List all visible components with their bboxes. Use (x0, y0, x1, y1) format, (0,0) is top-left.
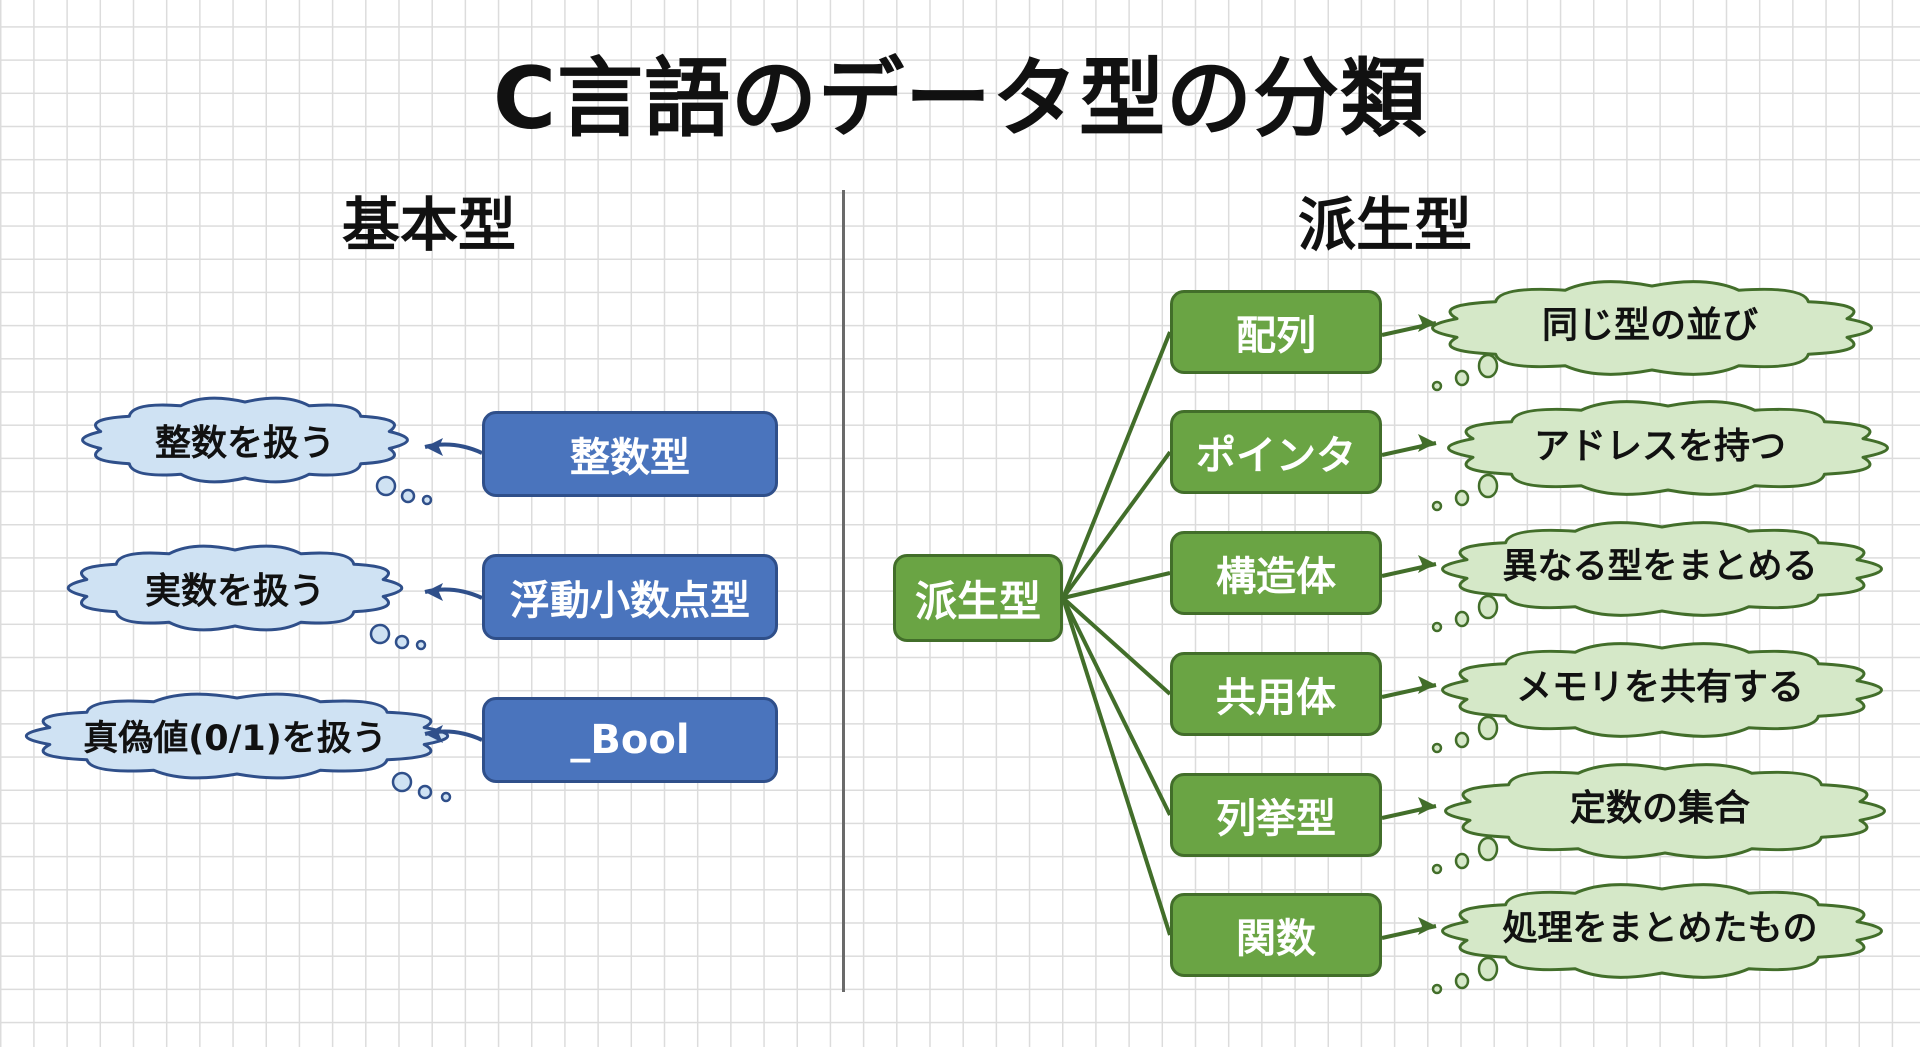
derived-cloud-0 (1431, 280, 1873, 376)
derived-cloud-2-bubble-1 (1454, 610, 1470, 628)
derived-cloud-text-enum: 定数の集合 (1569, 788, 1750, 829)
basic-types-heading: 基本型 (342, 191, 517, 259)
derived-cloud-4-bubble-1 (1454, 852, 1470, 870)
derived-arrow-4-head (1418, 797, 1436, 815)
derived-cloud-5-bubble-0 (1477, 956, 1499, 982)
derived-cloud-text-union: メモリを共有する (1515, 667, 1804, 708)
derived-root-label: 派生型 (914, 576, 1041, 626)
basic-type-box-float: 浮動小数点型 (482, 554, 778, 640)
basic-cloud-1-bubble-2 (415, 639, 427, 651)
derived-cloud-2-bubble-2 (1431, 621, 1443, 633)
basic-arrow-2-head (425, 725, 443, 743)
basic-arrow-1-head (425, 583, 443, 601)
derived-connector-4 (1061, 597, 1172, 816)
basic-cloud-0 (81, 396, 409, 484)
derived-arrow-0-head (1418, 314, 1436, 332)
basic-cloud-1 (66, 544, 404, 632)
basic-type-label: 整数型 (570, 435, 690, 481)
basic-cloud-1-bubble-1 (394, 634, 410, 650)
page-title: C言語のデータ型の分類 (492, 49, 1428, 149)
basic-type-label: 浮動小数点型 (510, 578, 750, 624)
derived-type-label: 共用体 (1216, 675, 1336, 721)
derived-cloud-3-bubble-1 (1454, 731, 1470, 749)
basic-cloud-2-bubble-1 (417, 784, 433, 800)
basic-type-box-bool: _Bool (482, 697, 778, 783)
derived-cloud-2-bubble-0 (1477, 594, 1499, 620)
derived-types-heading: 派生型 (1298, 191, 1473, 259)
derived-cloud-1-bubble-0 (1477, 473, 1499, 499)
derived-arrow-2-head (1418, 555, 1436, 573)
basic-type-label: _Bool (570, 717, 690, 763)
derived-cloud-3-bubble-2 (1431, 742, 1443, 754)
derived-type-box-pointer: ポインタ (1170, 410, 1382, 494)
derived-cloud-0-bubble-0 (1477, 353, 1499, 379)
derived-type-box-array: 配列 (1170, 290, 1382, 374)
derived-type-box-function: 関数 (1170, 893, 1382, 977)
derived-connector-0 (1061, 331, 1172, 599)
derived-arrow-1-head (1418, 434, 1436, 452)
derived-cloud-5-bubble-1 (1454, 972, 1470, 990)
derived-type-box-struct: 構造体 (1170, 531, 1382, 615)
derived-cloud-4 (1444, 763, 1886, 859)
derived-type-label: 配列 (1236, 313, 1316, 359)
derived-connector-3 (1061, 596, 1172, 696)
derived-cloud-2 (1441, 521, 1883, 617)
derived-cloud-text-pointer: アドレスを持つ (1533, 426, 1786, 467)
basic-cloud-1-bubble-0 (369, 623, 391, 645)
basic-cloud-0-bubble-2 (421, 494, 433, 506)
derived-connector-5 (1061, 597, 1172, 936)
derived-type-label: 構造体 (1216, 554, 1336, 600)
derived-cloud-1-bubble-1 (1454, 489, 1470, 507)
basic-cloud-2 (25, 692, 449, 780)
basic-cloud-2-bubble-2 (440, 791, 452, 803)
basic-cloud-0-bubble-0 (375, 475, 397, 497)
derived-cloud-0-bubble-2 (1431, 380, 1443, 392)
derived-connector-1 (1061, 450, 1172, 600)
basic-cloud-text-bool: 真偽値(0/1)を扱う (83, 718, 387, 759)
derived-type-box-union: 共用体 (1170, 652, 1382, 736)
derived-arrow-5-head (1418, 917, 1436, 935)
section-divider (842, 190, 845, 992)
derived-cloud-1 (1447, 400, 1889, 496)
derived-cloud-3-bubble-0 (1477, 715, 1499, 741)
derived-type-box-enum: 列挙型 (1170, 773, 1382, 857)
derived-connector-2 (1062, 571, 1171, 600)
derived-cloud-text-function: 処理をまとめたもの (1502, 908, 1818, 949)
derived-cloud-4-bubble-0 (1477, 836, 1499, 862)
derived-cloud-text-struct: 異なる型をまとめる (1502, 546, 1818, 587)
derived-type-label: 列挙型 (1216, 796, 1336, 842)
derived-cloud-1-bubble-2 (1431, 500, 1443, 512)
basic-type-box-integer: 整数型 (482, 411, 778, 497)
derived-cloud-0-bubble-1 (1454, 369, 1470, 387)
derived-root-box: 派生型 (893, 554, 1063, 642)
derived-type-label: ポインタ (1196, 433, 1356, 479)
derived-cloud-3 (1441, 642, 1883, 738)
derived-type-label: 関数 (1236, 916, 1316, 962)
derived-arrow-3-head (1418, 676, 1436, 694)
basic-cloud-2-bubble-0 (391, 771, 413, 793)
derived-cloud-text-array: 同じ型の並び (1541, 305, 1758, 346)
basic-cloud-text-integer: 整数を扱う (154, 423, 335, 464)
derived-cloud-4-bubble-2 (1431, 863, 1443, 875)
basic-arrow-0-head (425, 438, 443, 456)
derived-cloud-5-bubble-2 (1431, 983, 1443, 995)
basic-cloud-0-bubble-1 (400, 488, 416, 504)
derived-cloud-5 (1441, 883, 1883, 979)
basic-cloud-text-float: 実数を扱う (144, 571, 325, 612)
